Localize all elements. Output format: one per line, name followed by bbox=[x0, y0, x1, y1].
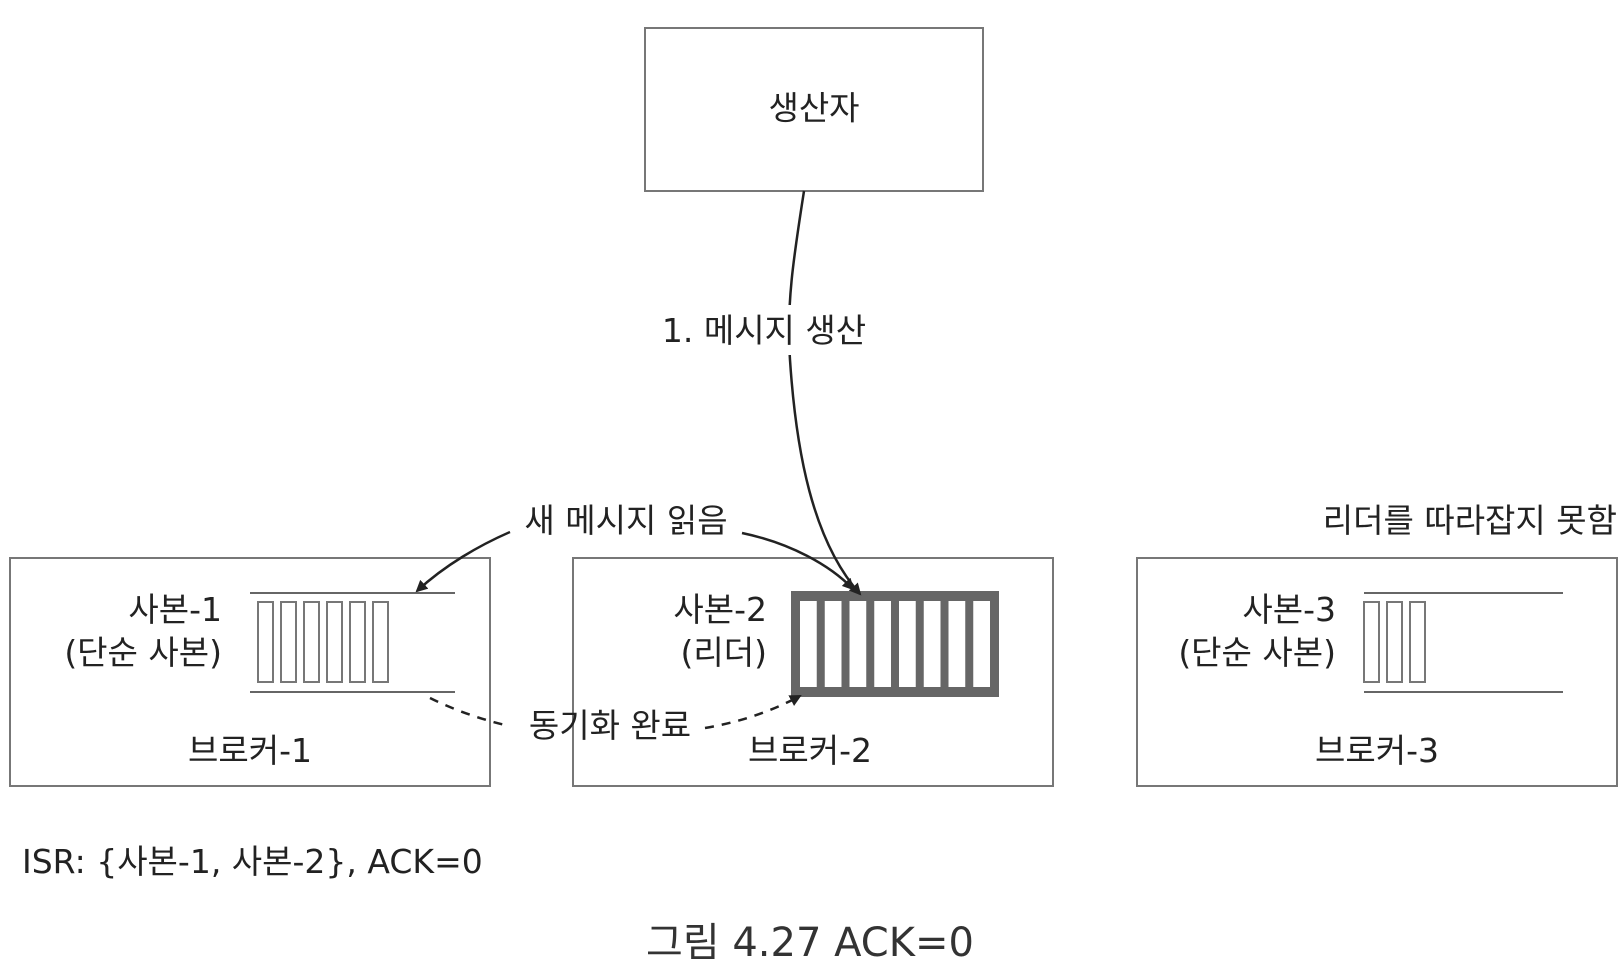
broker-3-box: 사본-3 (단순 사본) 브로커-3 bbox=[1136, 557, 1618, 787]
leader-message-cell bbox=[948, 601, 966, 687]
leader-message-cell bbox=[874, 601, 891, 687]
broker-1-box: 사본-1 (단순 사본) 브로커-1 bbox=[9, 557, 491, 787]
replica-3-message-cell bbox=[1363, 601, 1380, 683]
produce-label-mask bbox=[650, 305, 880, 355]
replica-2-name: 사본-2 bbox=[673, 590, 767, 629]
producer-box: 생산자 bbox=[644, 27, 984, 192]
replica-1-message-cell bbox=[349, 601, 366, 683]
leader-message-cell bbox=[849, 601, 867, 687]
sync-label: 동기화 완료 bbox=[529, 706, 691, 745]
leader-message-cell bbox=[800, 601, 817, 687]
replica-1-message-cell bbox=[372, 601, 389, 683]
broker-2-name: 브로커-2 bbox=[748, 731, 872, 770]
leader-message-cell bbox=[899, 601, 916, 687]
replica-3-role: (단순 사본) bbox=[1178, 633, 1336, 672]
replica-1-message-cell bbox=[280, 601, 297, 683]
leader-message-cell bbox=[973, 601, 990, 687]
replica-1-name: 사본-1 bbox=[128, 590, 222, 629]
broker-2-box: 사본-2 (리더) 브로커-2 bbox=[572, 557, 1054, 787]
figure-caption: 그림 4.27 ACK=0 bbox=[646, 920, 974, 966]
replica-1-messages bbox=[257, 601, 389, 683]
producer-label: 생산자 bbox=[768, 89, 859, 128]
read-label: 새 메시지 읽음 bbox=[524, 501, 727, 540]
replica-3-message-cell bbox=[1409, 601, 1426, 683]
replica-1-message-cell bbox=[303, 601, 320, 683]
replica-3-messages bbox=[1363, 601, 1426, 683]
replica-3-name: 사본-3 bbox=[1242, 590, 1336, 629]
sync-arrow-right bbox=[704, 694, 802, 730]
produce-label: 1. 메시지 생산 bbox=[662, 311, 866, 350]
replica-1-role: (단순 사본) bbox=[64, 633, 222, 672]
replica-3-lag-note: 리더를 따라잡지 못함 bbox=[1323, 501, 1617, 540]
produce-arrow bbox=[787, 190, 862, 596]
replica-1-message-cell bbox=[257, 601, 274, 683]
replica-3-message-cell bbox=[1386, 601, 1403, 683]
read-arrow-left bbox=[415, 530, 511, 593]
isr-status-text: ISR: {사본-1, 사본-2}, ACK=0 bbox=[22, 842, 483, 881]
leader-message-cell bbox=[923, 601, 941, 687]
replica-1-message-cell bbox=[326, 601, 343, 683]
replica-2-role: (리더) bbox=[681, 633, 767, 672]
broker-1-name: 브로커-1 bbox=[188, 731, 312, 770]
replica-2-messages bbox=[791, 591, 999, 697]
broker-3-name: 브로커-3 bbox=[1315, 731, 1439, 770]
leader-message-cell bbox=[824, 601, 842, 687]
read-arrow-right bbox=[741, 531, 855, 591]
